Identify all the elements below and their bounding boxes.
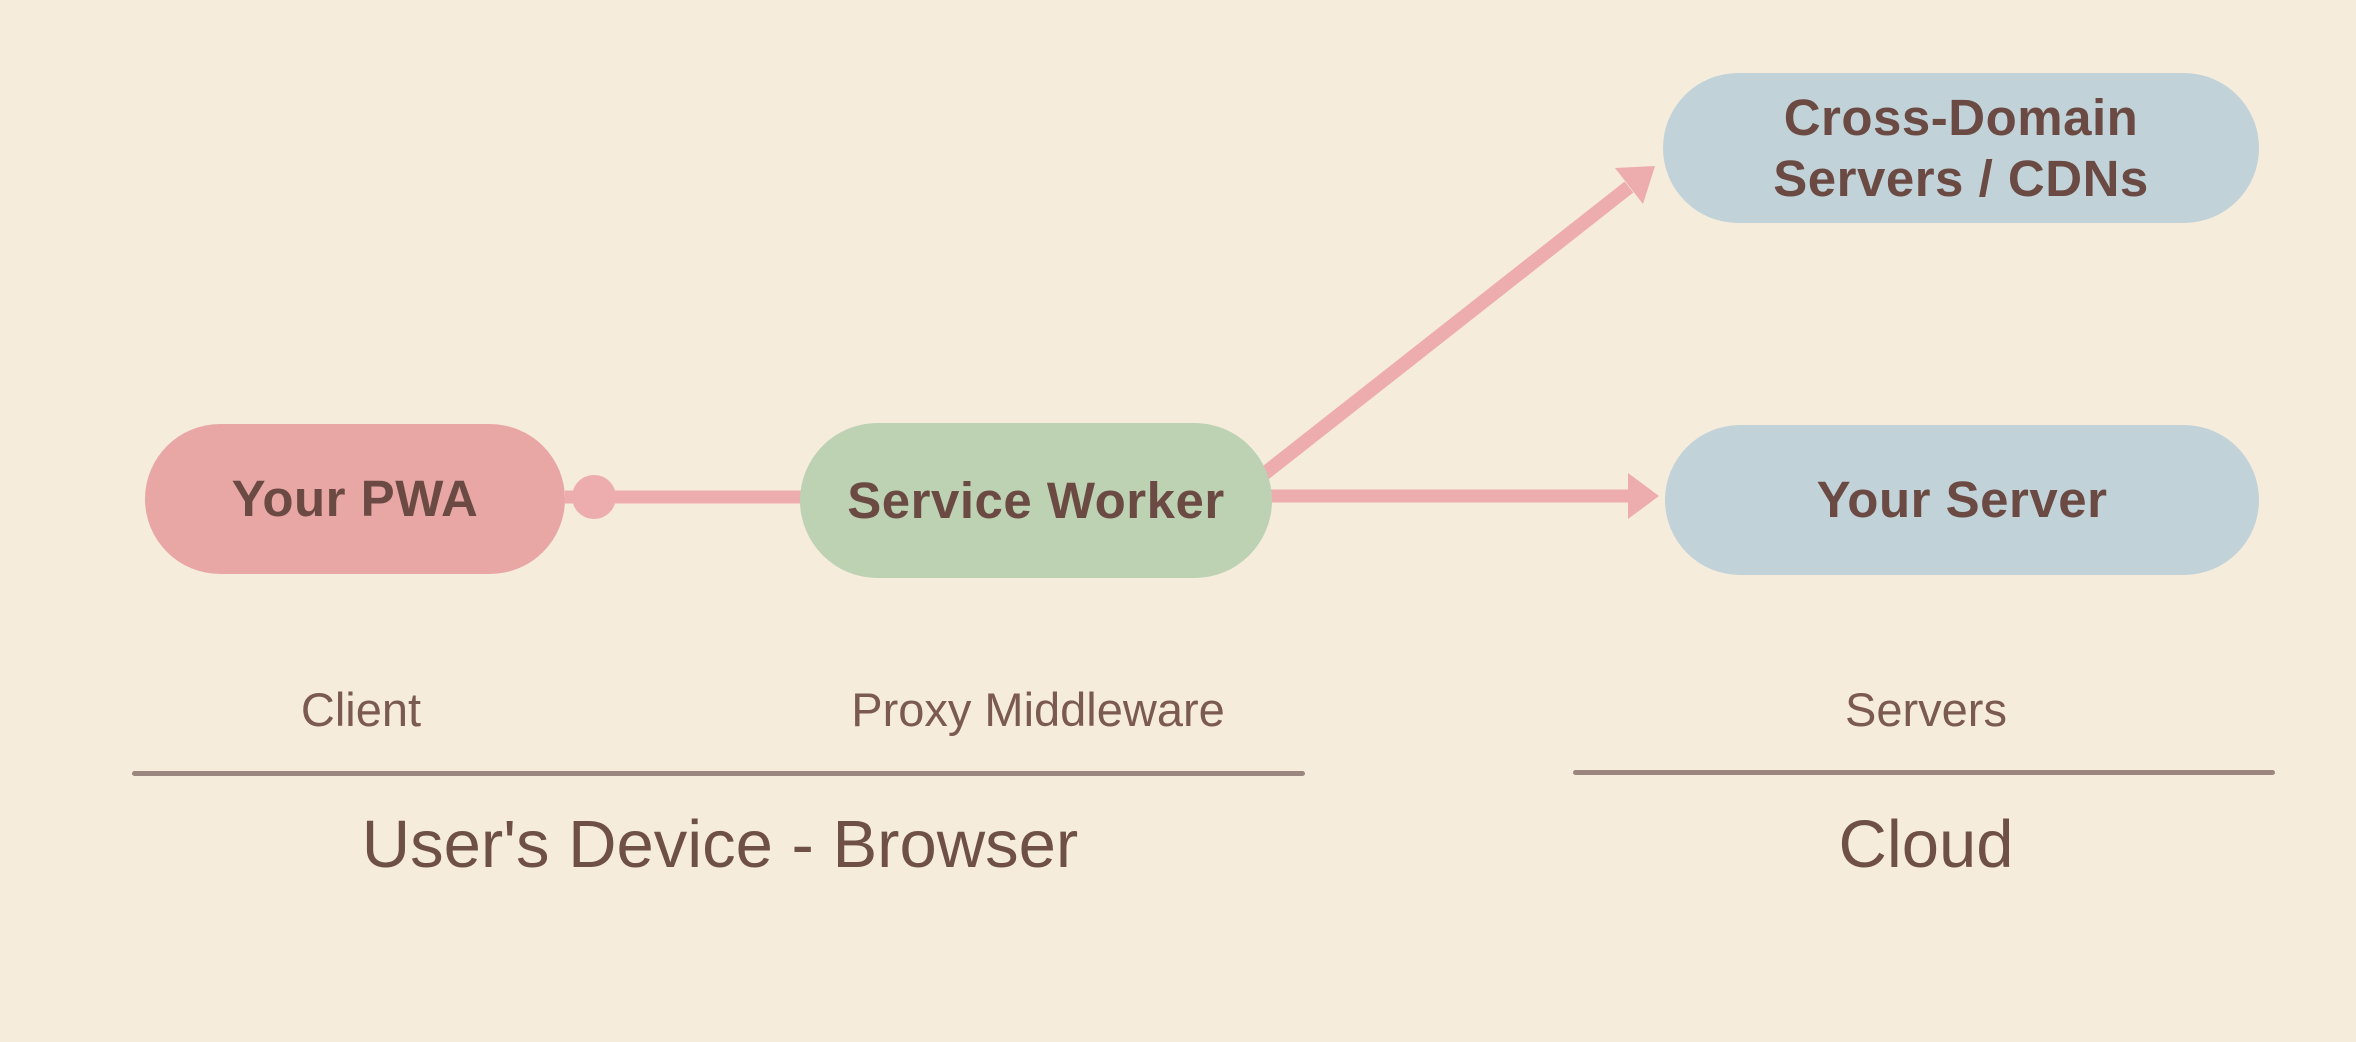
node-cross-domain-servers: Cross-Domain Servers / CDNs xyxy=(1663,73,2259,223)
node-your-server: Your Server xyxy=(1665,425,2259,575)
node-your-server-label: Your Server xyxy=(1816,471,2108,529)
column-label-client: Client xyxy=(300,683,422,736)
group-label-users-device-browser: User's Device - Browser xyxy=(361,807,1079,882)
node-cross-domain-label-line2: Servers / CDNs xyxy=(1773,150,2149,207)
connection-dot xyxy=(572,475,616,519)
node-service-worker: Service Worker xyxy=(800,423,1272,578)
column-label-proxy-middleware: Proxy Middleware xyxy=(851,683,1225,736)
cloud-group-divider xyxy=(1573,770,2275,775)
device-group-divider xyxy=(132,771,1305,776)
column-label-servers: Servers xyxy=(1845,683,2007,736)
node-cross-domain-label-line1: Cross-Domain xyxy=(1783,88,2139,146)
group-label-cloud: Cloud xyxy=(1838,807,2014,882)
service-worker-to-server-arrowhead xyxy=(1628,473,1659,519)
node-service-worker-label: Service Worker xyxy=(847,471,1225,529)
node-your-pwa: Your PWA xyxy=(145,424,565,574)
service-worker-to-cdn-line xyxy=(1259,181,1634,480)
service-worker-to-cdn-arrowhead xyxy=(1615,166,1655,204)
node-your-pwa-label: Your PWA xyxy=(231,470,479,528)
